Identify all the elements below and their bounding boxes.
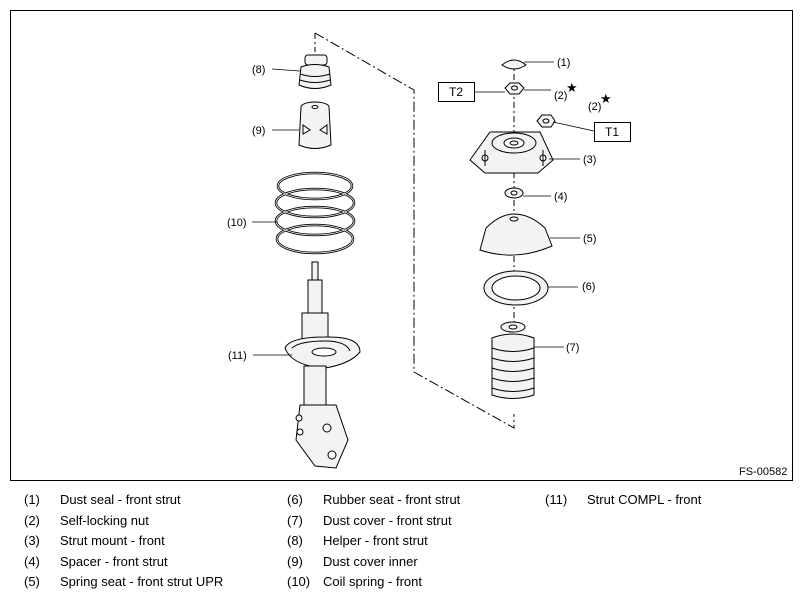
legend-number: (7) [287,512,303,528]
legend-text: Strut mount - front [60,533,165,549]
callout-2-center: (2) [554,90,567,102]
helper-part [298,54,332,89]
legend-text: Spring seat - front strut UPR [60,574,224,590]
figure-id: FS-00582 [739,466,787,478]
legend-text: Dust cover - front strut [323,512,452,528]
legend-number: (3) [24,533,40,549]
legend-text: Helper - front strut [323,533,428,549]
legend-text: Spacer - front strut [60,553,168,569]
dust-cover-inner-part [298,101,332,149]
legend-text: Dust cover inner [323,553,418,569]
legend-number: (11) [545,492,568,507]
legend-number: (6) [287,492,303,507]
leader-lines [252,61,595,356]
callout-8: (8) [252,64,265,76]
legend-number: (1) [24,492,40,507]
rubber-seat-part [483,270,549,306]
callout-1: (1) [557,57,570,69]
spring-seat-part [479,213,553,256]
callout-6: (6) [582,281,595,293]
legend-text: Self-locking nut [60,512,149,528]
assembly-line [314,32,515,429]
legend-number: (10) [287,574,311,590]
callout-5: (5) [583,233,596,245]
legend-number: (2) [24,512,40,528]
parts-legend: (1) Dust seal - front strut (2) Self-locki… [0,492,804,603]
legend-text: Dust seal - front strut [60,492,181,507]
torque-label-t1: T1 [605,125,619,139]
strut-compl-part [284,261,361,469]
callout-2-side: (2) [588,101,601,113]
star-icon: ★ [566,80,578,95]
dust-seal-part [501,59,527,70]
star-icon: ★ [600,91,612,106]
callout-3: (3) [583,154,596,166]
legend-text: Coil spring - front [323,574,422,590]
torque-box-t1 [594,122,631,142]
torque-label-t2: T2 [449,85,463,99]
callout-9: (9) [252,125,265,137]
callout-11: (11) [228,350,247,362]
spacer-part [504,187,524,199]
legend-number: (4) [24,553,40,569]
strut-mount-part [469,131,554,174]
legend-text: Rubber seat - front strut [323,492,461,507]
diagram-frame [10,10,793,481]
legend-number: (8) [287,533,303,549]
callout-7: (7) [566,342,579,354]
exploded-strut-diagram: T2 T1 (8) (9) (10) (11) (1) (2) ★ (2) ★ … [10,10,793,481]
torque-box-t2 [438,82,475,102]
legend-number: (5) [24,574,40,590]
dust-cover-part [491,321,535,399]
legend-text: Strut COMPL - front [587,492,702,507]
self-locking-nut-center-part [504,82,525,95]
callout-4: (4) [554,191,567,203]
callout-10: (10) [227,217,247,229]
self-locking-nut-side-part [536,114,556,128]
legend-number: (9) [287,553,303,569]
